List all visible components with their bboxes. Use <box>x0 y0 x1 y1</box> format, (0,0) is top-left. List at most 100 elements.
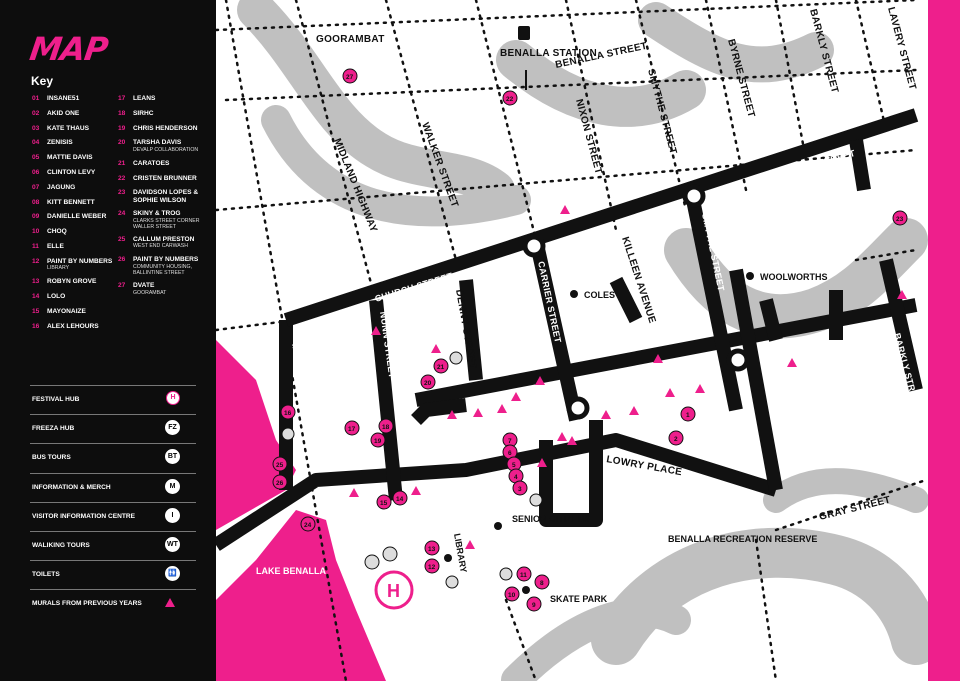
svg-text:8: 8 <box>540 580 544 587</box>
artist-number: 05 <box>32 154 40 162</box>
bus-tours-badge <box>529 493 543 507</box>
lake-benalla-label: LAKE BENALLA <box>256 566 326 576</box>
visitor-info-icon: I <box>165 507 180 523</box>
service-badges: H <box>281 351 543 610</box>
artist-name: CALLUM PRESTON <box>133 235 195 243</box>
artist-name: ALEX LEHOURS <box>47 322 99 330</box>
artist-name: DANIELLE WEBER <box>47 213 107 221</box>
library-dot <box>444 554 452 562</box>
artist-number: 19 <box>118 124 126 132</box>
artist-number: 24 <box>118 210 126 218</box>
svg-text:25: 25 <box>276 462 284 469</box>
artist-location: CLARKS STREET CORNER WALLER STREET <box>133 217 200 231</box>
svg-text:27: 27 <box>346 74 354 81</box>
library-label: LIBRARY <box>452 533 469 574</box>
svg-text:13: 13 <box>428 546 436 553</box>
artist-number: 01 <box>32 95 40 102</box>
artist-name: CLINTON LEVY <box>47 169 96 176</box>
mair-street-label: MAIR STREET <box>290 343 311 408</box>
mural-pins <box>272 68 908 612</box>
toilets-badge <box>445 575 459 589</box>
artist-number: 11 <box>32 243 39 250</box>
artist-number: 14 <box>32 292 40 300</box>
artist-number: 17 <box>118 95 126 102</box>
legend-row: BUS TOURS BT <box>30 443 196 472</box>
skate-park-label: SKATE PARK <box>550 594 608 604</box>
reilly-street-label: REILLY STREET <box>818 355 841 429</box>
artist-name: KATE THAUS <box>47 124 90 132</box>
senior-citizens-dot <box>494 522 502 530</box>
mural-triangle-icon <box>165 598 175 608</box>
artist-name: CHRIS HENDERSON <box>133 124 198 132</box>
svg-text:4: 4 <box>514 474 518 481</box>
legend-label: TOILETS <box>32 571 60 579</box>
artist-location: LIBRARY <box>47 265 70 272</box>
artist-number: 15 <box>32 307 40 315</box>
artist-location: GOORAMBAT <box>133 289 167 296</box>
artist-number: 26 <box>118 256 126 264</box>
legend-label: BUS TOURS <box>32 454 71 462</box>
artist-location: COMMUNITY HOUSING, BALLINTINE STREET <box>133 263 192 277</box>
artist-name: SIRHC <box>133 109 154 117</box>
main-roads <box>216 108 923 551</box>
artist-name: CRISTEN BRUNNER <box>133 174 197 182</box>
legend-label: INFORMATION & MERCH <box>32 483 111 491</box>
svg-text:10: 10 <box>508 592 516 599</box>
freeza-hub-icon: FZ <box>165 420 180 436</box>
artist-name: KITT BENNETT <box>47 198 95 206</box>
artist-name: INSANE51 <box>47 95 80 102</box>
svg-text:9: 9 <box>532 602 536 609</box>
right-accent-bar <box>928 0 960 681</box>
svg-text:21: 21 <box>437 364 445 371</box>
artist-name: PAINT BY NUMBERS <box>133 256 199 264</box>
svg-text:15: 15 <box>380 500 388 507</box>
legend-label: FREEZA HUB <box>32 425 75 433</box>
woolworths-dot <box>746 272 754 280</box>
fawckner-drive-label: FAWCKNER DRIVE <box>417 496 503 518</box>
svg-text:22: 22 <box>506 96 514 103</box>
artist-name: ELLE <box>47 243 64 250</box>
svg-text:17: 17 <box>348 426 356 433</box>
merch-icon: M <box>165 478 180 494</box>
svg-text:19: 19 <box>374 438 382 445</box>
artist-name: CARATOES <box>133 159 170 167</box>
artist-name: ROBYN GROVE <box>47 278 97 286</box>
walking-tours-badge <box>364 554 380 570</box>
svg-text:11: 11 <box>520 572 527 579</box>
artist-number: 27 <box>118 282 126 289</box>
roundabouts <box>522 184 750 420</box>
artist-location: DEVALP COLLABORATION <box>133 146 199 153</box>
svg-text:26: 26 <box>276 480 284 487</box>
svg-text:16: 16 <box>284 410 292 417</box>
svg-text:2: 2 <box>674 436 678 443</box>
svg-text:18: 18 <box>382 424 390 431</box>
legend-label: FESTIVAL HUB <box>32 396 80 403</box>
key-heading: Key <box>31 74 54 88</box>
visitor-info-badge <box>281 427 295 441</box>
artist-number: 18 <box>118 109 126 117</box>
benalla-station-label: BENALLA STATION <box>500 48 597 59</box>
artist-number: 16 <box>32 322 40 330</box>
map-title: MAP <box>27 30 110 68</box>
artist-name: DAVIDSON LOPES & SOPHIE WILSON <box>133 189 199 204</box>
svg-text:5: 5 <box>512 462 516 469</box>
svg-text:24: 24 <box>304 522 312 529</box>
artist-number: 08 <box>32 198 40 206</box>
artist-name: PAINT BY NUMBERS <box>47 257 113 265</box>
artist-name: LEANS <box>133 95 156 102</box>
artist-location: WEST END CARWASH <box>133 243 188 250</box>
bus-tours-icon: BT <box>165 449 180 465</box>
artist-number: 23 <box>118 189 126 197</box>
artist-name: MATTIE DAVIS <box>47 154 93 162</box>
toilets-icon: 🚻 <box>165 566 180 582</box>
legend-row: MURALS FROM PREVIOUS YEARS <box>30 589 196 618</box>
train-station-icon <box>518 26 530 90</box>
artist-number: 07 <box>32 183 40 191</box>
artist-name: SKINY & TROG <box>133 210 181 218</box>
artist-name: LOLO <box>47 292 66 300</box>
artist-name: DVATE <box>133 282 155 289</box>
svg-text:H: H <box>387 581 400 601</box>
